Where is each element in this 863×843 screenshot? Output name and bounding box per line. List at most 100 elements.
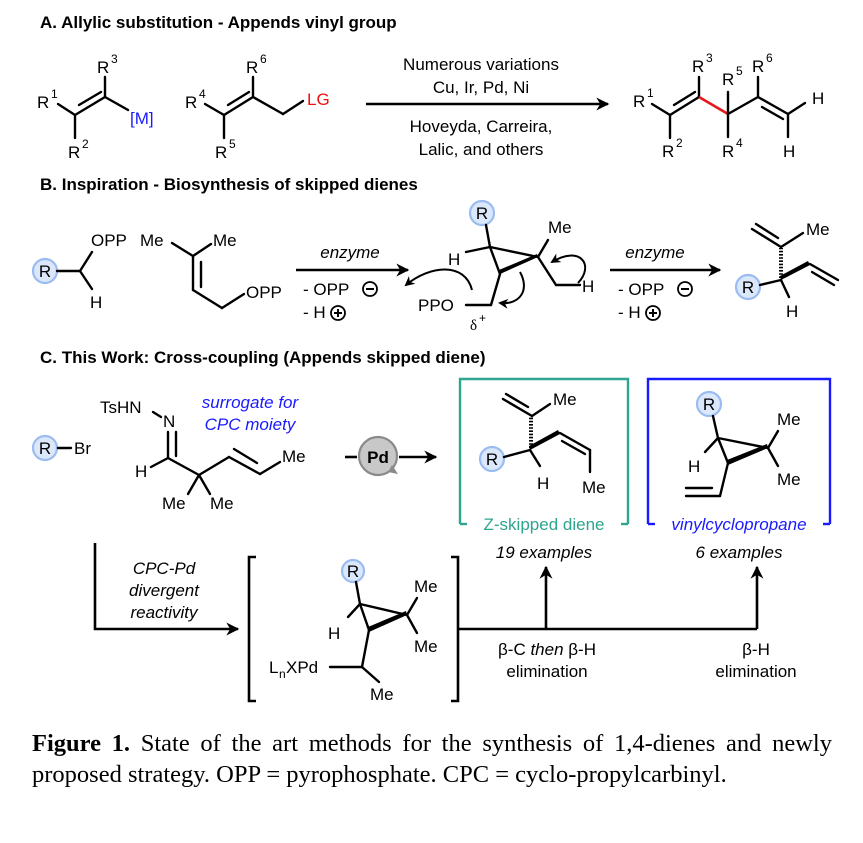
- ppo-label: PPO: [418, 296, 454, 315]
- bond: [502, 448, 532, 459]
- r-group-circle: [478, 445, 506, 473]
- r1-sup: 1: [51, 87, 58, 101]
- caption-text: State of the art methods for the synthes…: [32, 730, 832, 788]
- wedge-bond: [780, 261, 810, 280]
- r4-label: R: [722, 142, 734, 161]
- bond: [786, 101, 807, 116]
- left-bracket: [247, 555, 256, 703]
- r3-sup: 3: [111, 52, 118, 66]
- bond: [766, 446, 780, 468]
- r6-label: R: [246, 58, 258, 77]
- r3-label: R: [692, 57, 704, 76]
- b-arrow-2: enzyme - OPP - H: [610, 243, 722, 322]
- r1-sup: 1: [647, 86, 654, 100]
- bond: [716, 436, 770, 450]
- loss-opp-label: - OPP: [303, 280, 349, 299]
- me-label: Me: [213, 231, 237, 250]
- figure-caption: Figure 1. State of the art methods for t…: [32, 728, 832, 790]
- h-label: H: [688, 457, 700, 476]
- b-arrow-1: enzyme - OPP - H: [296, 243, 410, 322]
- me-label: Me: [282, 447, 306, 466]
- r-group-circle: [468, 199, 496, 227]
- bond: [191, 288, 224, 310]
- z-product-examples: 19 examples: [496, 543, 593, 562]
- r4-sup: 4: [736, 136, 743, 150]
- c-elimination-paths: β-C then β-H elimination β-H elimination: [458, 565, 797, 681]
- bond: [650, 102, 672, 117]
- bond: [358, 602, 409, 617]
- pd-label: Pd: [367, 448, 389, 467]
- br-label: Br: [74, 439, 91, 458]
- c-divergent-pathway: CPC-Pd divergent reactivity: [93, 543, 240, 636]
- n-label: N: [163, 412, 175, 431]
- r5-sup: 5: [229, 137, 236, 151]
- h-label: H: [135, 462, 147, 481]
- h-label: H: [786, 302, 798, 321]
- me-label: Me: [553, 390, 577, 409]
- h-label: H: [783, 142, 795, 161]
- a-reaction-arrow: Numerous variations Cu, Ir, Pd, Ni Hovey…: [366, 55, 610, 159]
- bond: [220, 292, 246, 310]
- me-label: Me: [370, 685, 394, 704]
- bond: [703, 436, 720, 454]
- b-product-skipped-diene: R Me H: [734, 220, 840, 321]
- bond: [488, 245, 540, 259]
- opp-label: OPP: [246, 283, 282, 302]
- h-label: H: [448, 250, 460, 269]
- me-label: Me: [140, 231, 164, 250]
- double-bond: [750, 227, 783, 249]
- r5-sup: 5: [736, 64, 743, 78]
- me-label: Me: [777, 410, 801, 429]
- h-label: H: [537, 474, 549, 493]
- divergent-note: reactivity: [130, 603, 199, 622]
- c-pd-intermediate: R Me Me Me H L n XPd: [247, 555, 460, 704]
- bond: [405, 613, 419, 635]
- tshn-label: TsHN: [100, 398, 142, 417]
- bond: [281, 99, 305, 116]
- c-tosylhydrazone: TsHN N H Me Me Me surrogate for CPC moie…: [100, 393, 306, 513]
- right-bracket: [451, 555, 460, 703]
- me-label: Me: [414, 577, 438, 596]
- wedge-bond: [499, 254, 538, 274]
- z-product-label: Z-skipped diene: [484, 515, 605, 534]
- bond: [251, 95, 285, 116]
- bond: [170, 241, 195, 258]
- double-bond-inner: [754, 222, 780, 240]
- r1-label: R: [37, 93, 49, 112]
- me-label: Me: [414, 637, 438, 656]
- curved-arrow: [404, 268, 473, 291]
- r6-sup: 6: [766, 51, 773, 65]
- metal-label: [M]: [130, 109, 154, 128]
- double-bond: [558, 431, 592, 452]
- bond: [151, 410, 163, 419]
- double-bond-inner: [226, 90, 251, 107]
- r-label: R: [703, 395, 715, 414]
- loss-proton-label: - H: [303, 303, 326, 322]
- me-label: Me: [210, 494, 234, 513]
- plus-charge-icon: [330, 305, 346, 321]
- bond: [758, 278, 783, 287]
- bond: [530, 402, 552, 418]
- bond: [346, 602, 362, 619]
- xpd-label: XPd: [286, 658, 318, 677]
- double-bond: [808, 262, 840, 282]
- bond: [484, 223, 492, 249]
- arrow-reference: Hoveyda, Carreira,: [410, 117, 553, 136]
- c-product-z-skipped-diene: Z-skipped diene 19 examples R Me Me H: [458, 377, 630, 562]
- surrogate-note: surrogate for: [202, 393, 300, 412]
- bond: [779, 231, 805, 249]
- reaction-scheme: A. Allylic substitution - Appends vinyl …: [31, 13, 840, 704]
- r1-label: R: [633, 92, 645, 111]
- pd-catalyst-icon: [357, 435, 399, 477]
- r4-sup: 4: [199, 87, 206, 101]
- me-label: Me: [162, 494, 186, 513]
- bond: [197, 455, 231, 477]
- r5-label: R: [215, 143, 227, 162]
- bond: [56, 102, 77, 117]
- bond: [354, 580, 362, 606]
- r4-label: R: [185, 93, 197, 112]
- section-c-title: C. This Work: Cross-coupling (Appends sk…: [40, 348, 486, 367]
- r-group-circle: [340, 558, 366, 584]
- bond: [191, 242, 213, 258]
- r2-label: R: [662, 142, 674, 161]
